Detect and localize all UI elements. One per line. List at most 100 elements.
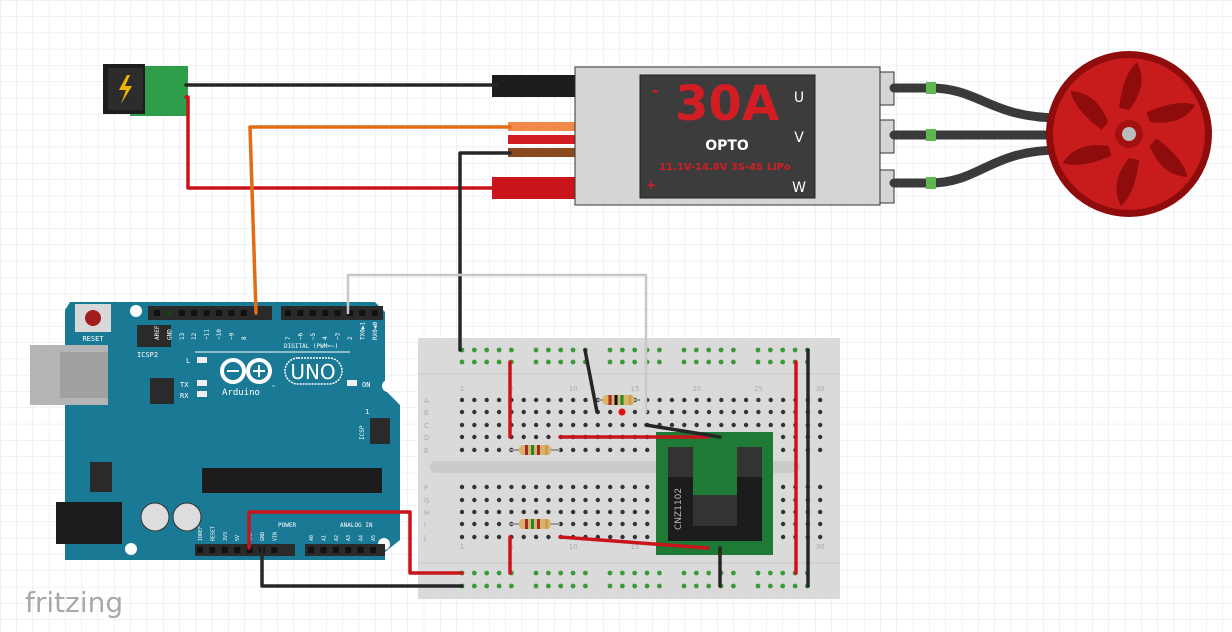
- breadboard-hole[interactable]: [608, 409, 613, 415]
- breadboard-hole[interactable]: [533, 397, 539, 403]
- breadboard-hole[interactable]: [731, 397, 736, 403]
- digital-pin[interactable]: [240, 310, 247, 316]
- rail-hole[interactable]: [471, 359, 477, 365]
- breadboard-hole[interactable]: [570, 422, 576, 428]
- rail-hole[interactable]: [545, 570, 551, 576]
- breadboard-hole[interactable]: [583, 422, 588, 428]
- rail-hole[interactable]: [570, 570, 576, 576]
- rail-hole[interactable]: [484, 347, 490, 353]
- breadboard-hole[interactable]: [632, 484, 638, 490]
- breadboard-hole[interactable]: [583, 447, 588, 453]
- breadboard-hole[interactable]: [484, 484, 489, 490]
- breadboard-hole[interactable]: [546, 422, 551, 428]
- breadboard-hole[interactable]: [743, 397, 749, 403]
- breadboard-hole[interactable]: [706, 409, 712, 415]
- rail-hole[interactable]: [558, 583, 564, 589]
- breadboard-hole[interactable]: [620, 521, 625, 527]
- dc-power-jack[interactable]: [103, 64, 188, 116]
- breadboard-hole[interactable]: [595, 521, 601, 527]
- breadboard-hole[interactable]: [558, 497, 563, 503]
- breadboard-hole[interactable]: [608, 521, 613, 527]
- breadboard-hole[interactable]: [583, 509, 588, 515]
- rail-hole[interactable]: [718, 347, 724, 353]
- breadboard-hole[interactable]: [595, 422, 601, 428]
- power-pin[interactable]: [271, 547, 278, 553]
- rail-hole[interactable]: [484, 570, 490, 576]
- rail-hole[interactable]: [545, 347, 551, 353]
- breadboard-hole[interactable]: [558, 397, 563, 403]
- wire-gnd-to-rail[interactable]: [260, 546, 464, 588]
- breadboard-hole[interactable]: [533, 434, 539, 440]
- digital-pin[interactable]: [228, 310, 235, 316]
- breadboard-hole[interactable]: [533, 484, 539, 490]
- rail-hole[interactable]: [718, 359, 724, 365]
- rail-hole[interactable]: [681, 570, 687, 576]
- rail-hole[interactable]: [681, 359, 687, 365]
- breadboard-hole[interactable]: [817, 397, 823, 403]
- bb-wire-black-2[interactable]: [644, 423, 722, 439]
- resistor[interactable]: [510, 519, 560, 529]
- breadboard-hole[interactable]: [632, 497, 638, 503]
- breadboard-hole[interactable]: [472, 434, 477, 440]
- analog-pin[interactable]: [308, 547, 314, 553]
- cnz1102-photo-interrupter[interactable]: CNZ1102: [656, 432, 773, 555]
- rail-hole[interactable]: [767, 359, 773, 365]
- breadboard-hole[interactable]: [768, 422, 773, 428]
- breadboard-hole[interactable]: [608, 497, 613, 503]
- rail-hole[interactable]: [509, 347, 514, 353]
- breadboard-hole[interactable]: [521, 409, 526, 415]
- wire-pin9-to-esc-signal[interactable]: [248, 125, 512, 315]
- rail-hole[interactable]: [681, 347, 687, 353]
- rail-hole[interactable]: [533, 347, 539, 353]
- rail-hole[interactable]: [459, 359, 465, 365]
- breadboard-hole[interactable]: [459, 409, 465, 415]
- breadboard-hole[interactable]: [694, 422, 699, 428]
- power-pin[interactable]: [209, 547, 216, 553]
- breadboard-hole[interactable]: [706, 422, 712, 428]
- breadboard-hole[interactable]: [595, 447, 601, 453]
- breadboard-hole[interactable]: [583, 521, 588, 527]
- rail-hole[interactable]: [693, 347, 699, 353]
- rail-hole[interactable]: [496, 347, 502, 353]
- digital-pin[interactable]: [203, 310, 210, 316]
- rail-hole[interactable]: [570, 359, 576, 365]
- breadboard-hole[interactable]: [546, 534, 551, 540]
- rail-hole[interactable]: [607, 347, 613, 353]
- breadboard-hole[interactable]: [484, 397, 489, 403]
- breadboard-hole[interactable]: [645, 521, 650, 527]
- breadboard-hole[interactable]: [546, 497, 551, 503]
- rail-hole[interactable]: [632, 347, 638, 353]
- rail-hole[interactable]: [693, 583, 699, 589]
- breadboard-hole[interactable]: [533, 497, 539, 503]
- breadboard-hole[interactable]: [570, 509, 576, 515]
- breadboard-hole[interactable]: [719, 422, 724, 428]
- rail-hole[interactable]: [767, 583, 773, 589]
- breadboard-hole[interactable]: [632, 534, 638, 540]
- breadboard-hole[interactable]: [817, 497, 823, 503]
- breadboard-hole[interactable]: [669, 422, 675, 428]
- breadboard-hole[interactable]: [817, 521, 823, 527]
- breadboard-hole[interactable]: [533, 409, 539, 415]
- breadboard-hole[interactable]: [496, 409, 502, 415]
- rail-hole[interactable]: [657, 347, 662, 353]
- rail-hole[interactable]: [570, 347, 576, 353]
- breadboard-hole[interactable]: [608, 484, 613, 490]
- rail-hole[interactable]: [755, 359, 761, 365]
- breadboard-hole[interactable]: [817, 434, 823, 440]
- breadboard-hole[interactable]: [472, 397, 477, 403]
- rail-hole[interactable]: [706, 583, 712, 589]
- breadboard-hole[interactable]: [533, 509, 539, 515]
- breadboard-hole[interactable]: [780, 484, 786, 490]
- breadboard-hole[interactable]: [496, 509, 502, 515]
- rail-hole[interactable]: [607, 359, 613, 365]
- breadboard-hole[interactable]: [546, 434, 551, 440]
- breadboard-hole[interactable]: [496, 521, 502, 527]
- bb-wire-black-1[interactable]: [583, 348, 599, 414]
- rail-hole[interactable]: [780, 359, 786, 365]
- breadboard-hole[interactable]: [558, 422, 563, 428]
- breadboard-hole[interactable]: [632, 409, 638, 415]
- breadboard-hole[interactable]: [780, 521, 786, 527]
- breadboard-hole[interactable]: [509, 509, 514, 515]
- breadboard-hole[interactable]: [509, 497, 514, 503]
- breadboard-hole[interactable]: [780, 534, 786, 540]
